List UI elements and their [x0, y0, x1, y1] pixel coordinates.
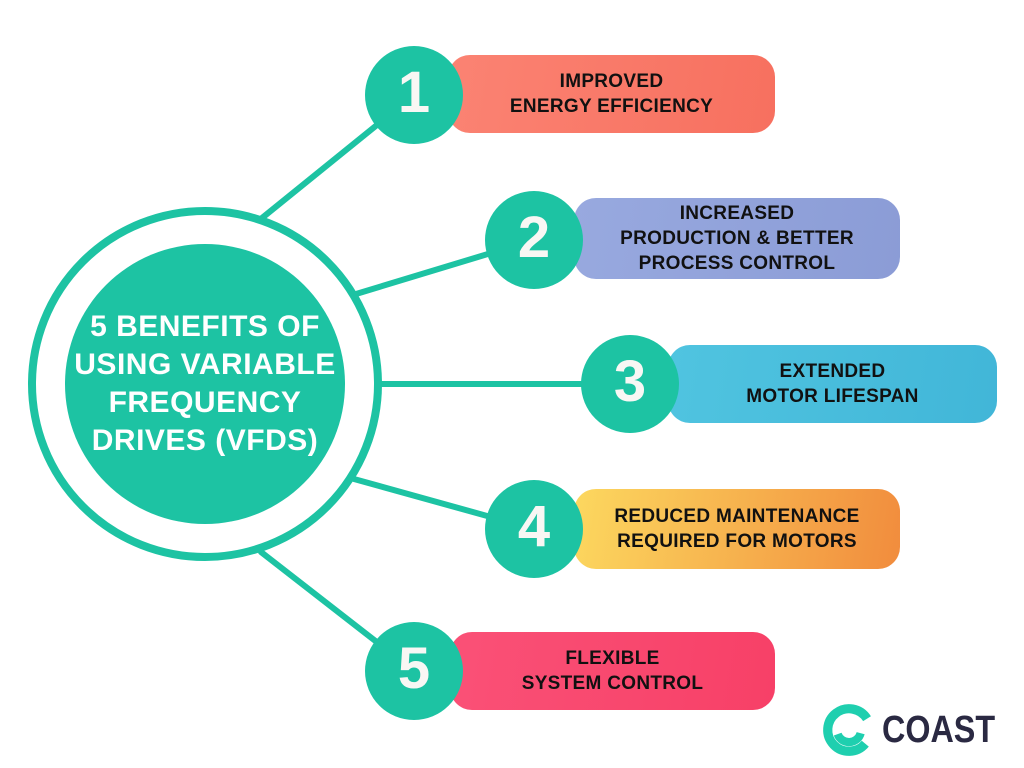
benefit-label-line: INCREASED: [679, 203, 795, 224]
benefit-label-line: ENERGY EFFICIENCY: [509, 96, 714, 117]
benefit-number: 3: [613, 349, 647, 414]
benefit-label-4: REDUCED MAINTENANCE REQUIRED FOR MOTORS: [614, 504, 859, 554]
benefit-label-line: EXTENDED: [779, 361, 886, 382]
benefit-card-4: REDUCED MAINTENANCE REQUIRED FOR MOTORS: [574, 489, 900, 569]
benefit-label-line: FLEXIBLE: [565, 648, 660, 669]
benefit-label-line: PROCESS CONTROL: [638, 253, 836, 274]
benefit-number: 1: [397, 60, 431, 125]
benefit-label-line: IMPROVED: [559, 71, 664, 92]
benefit-label-2: INCREASED PRODUCTION & BETTER PROCESS CO…: [620, 201, 854, 276]
benefit-card-5: FLEXIBLE SYSTEM CONTROL: [450, 632, 775, 710]
benefit-number-badge-1: 1: [365, 46, 463, 144]
benefit-number: 4: [517, 494, 551, 559]
benefit-label-1: IMPROVED ENERGY EFFICIENCY: [510, 69, 713, 119]
central-title-line: DRIVES (VFDS): [91, 424, 319, 457]
central-title-line: USING VARIABLE: [74, 348, 336, 381]
benefit-card-2: INCREASED PRODUCTION & BETTER PROCESS CO…: [574, 198, 900, 279]
benefit-label-3: EXTENDED MOTOR LIFESPAN: [746, 359, 918, 409]
central-title-line: FREQUENCY: [108, 386, 302, 419]
central-title: 5 BENEFITS OF USING VARIABLE FREQUENCY D…: [74, 308, 335, 460]
coast-logo-smile-icon: [823, 704, 871, 756]
benefit-label-line: REQUIRED FOR MOTORS: [617, 531, 857, 552]
benefit-number-badge-3: 3: [581, 335, 679, 433]
coast-logo: COAST: [820, 701, 1015, 759]
benefit-number-badge-5: 5: [365, 622, 463, 720]
benefit-label-5: FLEXIBLE SYSTEM CONTROL: [522, 646, 704, 696]
central-title-line: 5 BENEFITS OF: [90, 310, 320, 343]
benefit-number: 2: [517, 205, 551, 270]
benefit-label-line: MOTOR LIFESPAN: [746, 386, 919, 407]
benefit-label-line: PRODUCTION & BETTER: [620, 228, 854, 249]
benefit-number: 5: [397, 636, 431, 701]
benefit-label-line: SYSTEM CONTROL: [521, 673, 704, 694]
benefit-number-badge-4: 4: [485, 480, 583, 578]
benefit-number-badge-2: 2: [485, 191, 583, 289]
benefit-card-3: EXTENDED MOTOR LIFESPAN: [668, 345, 997, 423]
benefit-card-1: IMPROVED ENERGY EFFICIENCY: [448, 55, 775, 133]
benefit-label-line: REDUCED MAINTENANCE: [614, 506, 860, 527]
coast-logo-wordmark: COAST: [882, 708, 996, 751]
central-topic-circle: 5 BENEFITS OF USING VARIABLE FREQUENCY D…: [65, 244, 345, 524]
